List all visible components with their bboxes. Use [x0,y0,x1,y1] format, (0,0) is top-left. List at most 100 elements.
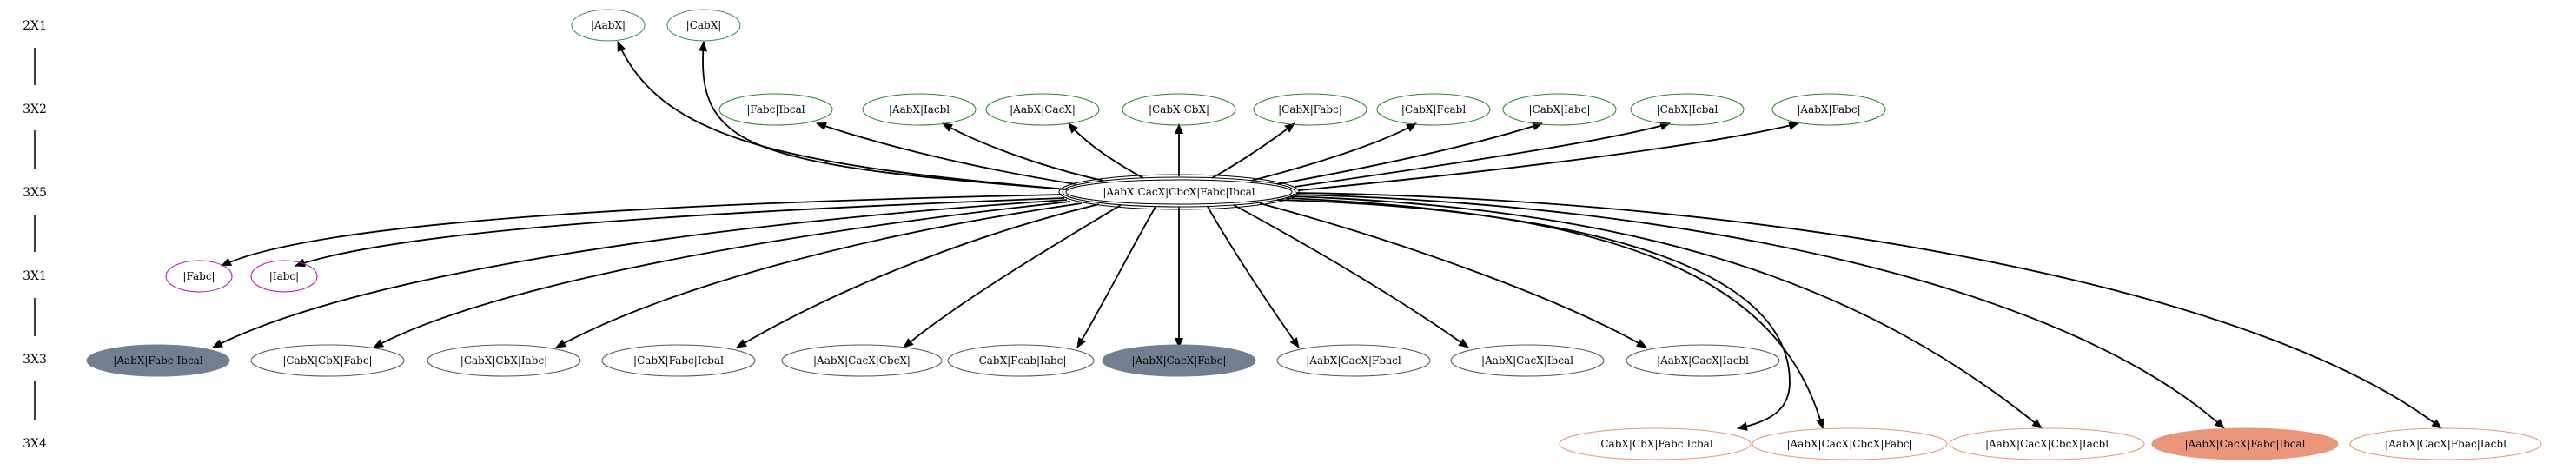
edges [212,41,2442,431]
node-ellipse [1253,93,1367,126]
node-label: |AabX|Fabc|Ibcal [113,354,203,367]
node[interactable]: |CabX|Fcabl [1376,93,1491,126]
node-label: |AabX|CacX|Fabc| [1132,354,1227,367]
node-ellipse [250,260,318,293]
node[interactable]: |AabX|CacX|Fbac|Iacbl [2349,427,2542,460]
edge [1298,121,1799,191]
node-label: |CabX| [686,19,722,31]
node[interactable]: |AabX|CacX|Fabc| [1102,344,1256,377]
edge [1250,122,1417,182]
node-label: |AabX|CacX|CbcX| [813,354,911,367]
node[interactable]: |CabX|CbX|Fabc|Icbal [1559,427,1752,460]
node-ellipse [1630,93,1745,126]
edge [736,203,1100,348]
node-ellipse [1122,93,1236,126]
edge [1285,197,1824,429]
rank-label: 3X5 [23,186,47,200]
edge [942,122,1104,182]
node[interactable]: |CabX|CbX|Iabc| [427,344,581,377]
rank-label: 3X1 [23,269,47,283]
node[interactable]: |CabX|Icbal [1630,93,1745,126]
node-label: |AabX|CacX|Fbacl [1306,354,1401,367]
node-label: |CabX|Icbal [1657,103,1718,116]
node[interactable]: |AabX|CacX|CbcX|Fabc| [1752,427,1948,460]
node-ellipse [718,93,833,126]
node-ellipse [1559,427,1752,460]
node[interactable]: |AabX|CacX|Fbacl [1276,344,1431,377]
node[interactable]: |Iabc| [250,260,318,293]
node-ellipse [1276,344,1431,377]
node-label: |AabX| [591,19,626,31]
node-ellipse [1065,179,1293,205]
node[interactable]: |CabX|CbX|Fabc| [250,344,405,377]
node-ellipse [947,344,1095,377]
node-ellipse [2349,427,2542,460]
node-ellipse [781,344,943,377]
node-ellipse [862,93,977,126]
node-ellipse [1376,93,1491,126]
node-label: |Fabc|Ibcal [746,103,805,116]
node-label: |AabX|Fabc| [1797,103,1860,116]
node-ellipse [1058,174,1300,210]
node-ellipse [250,344,405,377]
node[interactable]: |CabX|Fabc|Icbal [601,344,756,377]
rank-label: 2X1 [23,19,47,33]
edge [1233,204,1469,348]
node[interactable]: |AabX| [571,9,646,42]
edge [212,199,1068,348]
edge [1295,192,2442,429]
node-ellipse [1502,93,1617,126]
edge [1294,122,1671,188]
node[interactable]: |AabX|Fabc|Ibcal [86,344,230,377]
node-label: |AabX|Iacbl [889,103,950,116]
edge [617,41,1068,190]
node[interactable]: |CabX|Iabc| [1502,93,1617,126]
node-ellipse [1626,344,1780,377]
node[interactable]: |AabX|CacX|CbcX|Fabc|Ibcal [1058,174,1300,210]
node[interactable]: |AabX|CacX|Ibcal [1450,344,1605,377]
node-label: |CabX|Fcabl [1401,103,1467,116]
edge [816,122,1076,185]
edge [903,204,1122,348]
node-ellipse [1062,176,1296,208]
node[interactable]: |AabX|CacX|CbcX| [781,344,943,377]
node[interactable]: |AabX|CacX|Fabc|Ibcal [2151,427,2339,460]
node[interactable]: |CabX|Fcab|Iabc| [947,344,1095,377]
node[interactable]: |Fabc| [165,260,233,293]
node-ellipse [86,344,230,377]
node[interactable]: |CabX| [666,9,741,42]
node-label: |AabX|CacX| [1010,103,1076,116]
node-ellipse [1949,427,2145,460]
node-ellipse [666,9,741,42]
node-label: |AabX|CacX|Fbac|Iacbl [2385,438,2506,450]
rank-axis: 2X1 3X2 3X5 3X1 3X3 3X4 [23,19,47,451]
edge [1276,122,1543,185]
node-ellipse [1752,427,1948,460]
node[interactable]: |AabX|Iacbl [862,93,977,126]
node-label: |CabX|Fcab|Iabc| [976,354,1067,367]
node[interactable]: |AabX|CacX|CbcX|Iacbl [1949,427,2145,460]
node-label: |CabX|Iabc| [1529,103,1591,116]
node-label: |AabX|CacX|CbcX|Iacbl [1985,438,2109,450]
node[interactable]: |CabX|Fabc| [1253,93,1367,126]
node-label: |CabX|CbX|Fabc| [282,354,372,367]
edge [1211,122,1295,179]
edge [295,197,1065,268]
edge [1289,195,2043,429]
edge [1292,194,2225,429]
edge [221,194,1063,267]
node-label: |CabX|CbX| [1149,103,1209,116]
node-label: |AabX|CacX|CbcX|Fabc|Ibcal [1103,186,1255,198]
node-label: |AabX|CacX|Fabc|Ibcal [2184,438,2305,450]
node[interactable]: |AabX|CacX| [985,93,1100,126]
node[interactable]: |AabX|CacX|Iacbl [1626,344,1780,377]
rank-label: 3X3 [23,353,47,367]
node[interactable]: |AabX|Fabc| [1771,93,1886,126]
node-label: |CabX|CbX|Iabc| [460,354,547,367]
node[interactable]: |CabX|CbX| [1122,93,1236,126]
node-label: |CabX|Fabc| [1278,103,1342,116]
node[interactable]: |Fabc|Ibcal [718,93,833,126]
node-ellipse [571,9,646,42]
node-label: |CabX|Fabc|Icbal [633,354,724,367]
